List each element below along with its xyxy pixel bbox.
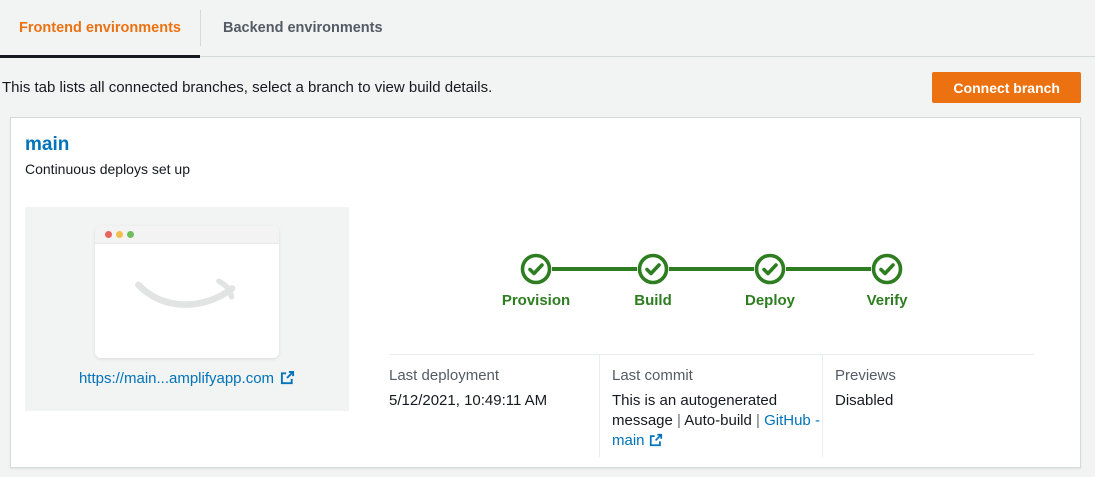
browser-window-illustration xyxy=(95,226,279,358)
check-circle-icon xyxy=(637,253,669,290)
separator: | xyxy=(756,412,760,429)
app-url-text: https://main...amplifyapp.com xyxy=(78,370,275,387)
detail-previews: Previews Disabled xyxy=(822,355,1034,457)
browser-titlebar xyxy=(95,226,279,244)
app-url-link[interactable]: https://main...amplifyapp.com xyxy=(79,370,295,387)
stage-label-verify: Verify xyxy=(866,292,908,309)
detail-last-commit: Last commit This is an autogenerated mes… xyxy=(599,355,822,457)
last-deployment-value: 5/12/2021, 10:49:11 AM xyxy=(389,392,548,409)
previews-label: Previews xyxy=(835,367,896,384)
tab-description: This tab lists all connected branches, s… xyxy=(2,79,493,96)
last-deployment-label: Last deployment xyxy=(389,367,500,384)
tab-backend-label: Backend environments xyxy=(223,20,383,36)
browser-dot-red-icon xyxy=(105,231,112,238)
check-circle-icon xyxy=(871,253,903,290)
tab-divider xyxy=(200,10,201,46)
deployment-pipeline: Provision Build Deploy xyxy=(502,253,907,309)
browser-dot-green-icon xyxy=(127,231,134,238)
pipeline-connector xyxy=(552,267,637,271)
separator: | xyxy=(677,412,681,429)
connect-branch-button[interactable]: Connect branch xyxy=(932,72,1081,103)
check-circle-icon xyxy=(520,253,552,290)
browser-content xyxy=(95,244,279,357)
pipeline-stage-deploy: Deploy xyxy=(745,253,795,309)
pipeline-connector xyxy=(786,267,871,271)
branch-name-link[interactable]: main xyxy=(25,134,70,155)
tab-frontend-environments[interactable]: Frontend environments xyxy=(0,0,200,56)
stage-label-provision: Provision xyxy=(501,292,571,309)
active-tab-underline xyxy=(0,55,200,58)
browser-dot-yellow-icon xyxy=(116,231,123,238)
stage-label-build: Build xyxy=(634,292,672,309)
detail-last-deployment: Last deployment 5/12/2021, 10:49:11 AM xyxy=(389,355,599,457)
subheader: This tab lists all connected branches, s… xyxy=(0,57,1095,103)
external-link-icon xyxy=(649,432,663,449)
last-commit-value: This is an autogenerated message | Auto-… xyxy=(612,391,822,451)
tab-backend-environments[interactable]: Backend environments xyxy=(201,0,407,56)
check-circle-icon xyxy=(754,253,786,290)
amazon-smile-icon xyxy=(128,274,246,327)
tab-frontend-label: Frontend environments xyxy=(19,20,181,36)
external-link-icon xyxy=(280,370,295,387)
commit-message-text: This is an autogenerated message xyxy=(612,392,778,429)
pipeline-stage-build: Build xyxy=(634,253,672,309)
environment-tabs: Frontend environments Backend environmen… xyxy=(0,0,1095,58)
last-commit-label: Last commit xyxy=(612,367,693,384)
branch-details: Last deployment 5/12/2021, 10:49:11 AM L… xyxy=(389,354,1034,457)
auto-build-text: Auto-build xyxy=(684,412,752,429)
pipeline-stage-verify: Verify xyxy=(867,253,907,309)
pipeline-stage-provision: Provision xyxy=(502,253,570,309)
github-main-link[interactable]: GitHub - main xyxy=(612,412,820,449)
previews-value: Disabled xyxy=(835,392,894,409)
branch-subtitle: Continuous deploys set up xyxy=(25,161,190,177)
app-preview-thumbnail: https://main...amplifyapp.com xyxy=(25,207,349,411)
pipeline-connector xyxy=(669,267,754,271)
branch-card: main Continuous deploys set up https://m… xyxy=(10,117,1081,468)
stage-label-deploy: Deploy xyxy=(745,292,796,309)
